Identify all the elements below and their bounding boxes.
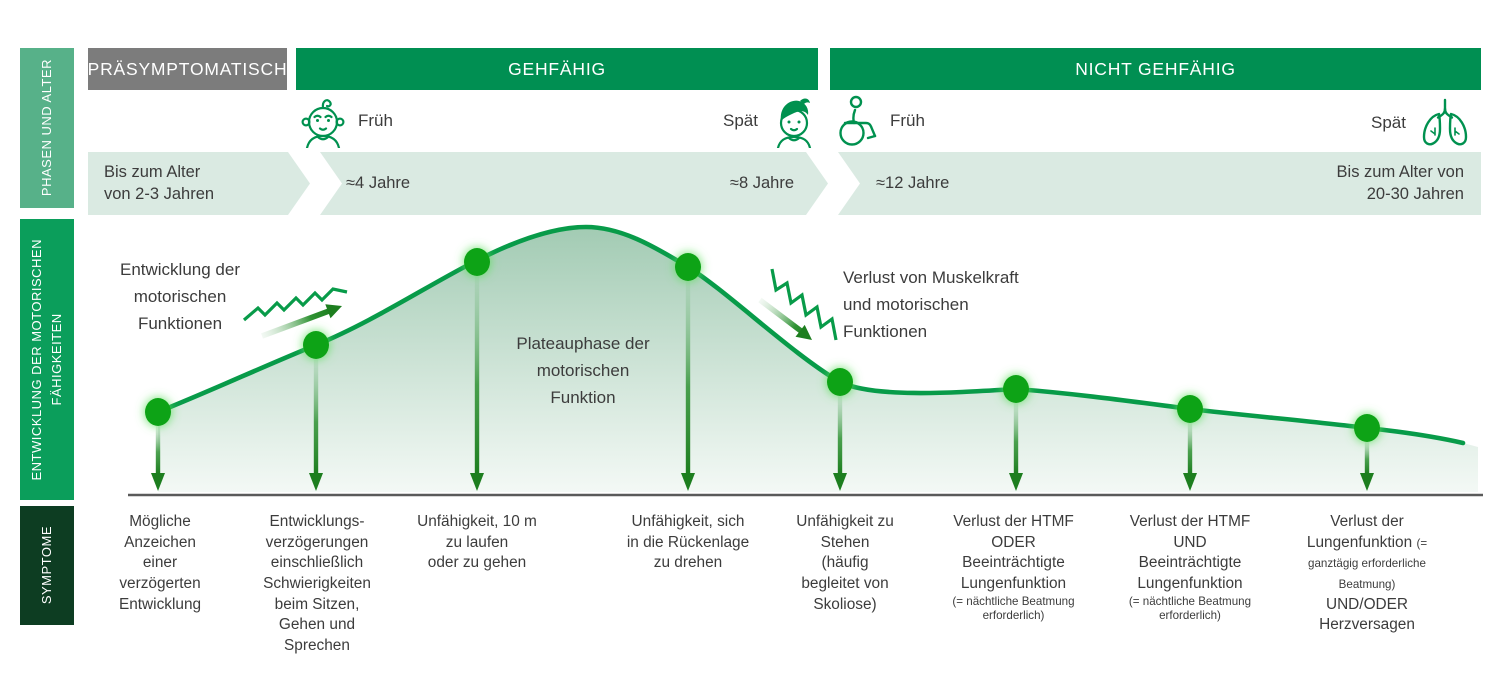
- symptom-text: Unfähigkeit, sich in die Rückenlage zu d…: [626, 513, 750, 572]
- marker-non-ambulatory-late-label: Spät: [1371, 113, 1406, 132]
- age-band-presymptomatic: Bis zum Alter von 2-3 Jahren: [88, 152, 310, 215]
- zigzag-down-icon: [758, 268, 838, 341]
- symptom-text: Unfähigkeit zu Stehen (häufig begleitet …: [796, 513, 894, 613]
- age-non-ambulatory-end: Bis zum Alter von 20-30 Jahren: [1336, 163, 1464, 203]
- milestone-dot: [827, 368, 853, 396]
- milestone-dot: [464, 248, 490, 276]
- marker-non-ambulatory-early-label: Früh: [890, 111, 925, 130]
- symptom-text: Verlust der Lungenfunktion: [1306, 513, 1413, 551]
- marker-ambulatory-late-label: Spät: [723, 111, 758, 130]
- age-non-ambulatory-start: ≈12 Jahre: [876, 174, 950, 192]
- baby-icon: [301, 99, 345, 148]
- sidebar-phases-text: PHASEN UND ALTER: [38, 59, 54, 197]
- symptom-col-2: Entwicklungs- verzögerungen einschließli…: [247, 512, 387, 656]
- phase-header-presymptomatic-text: PRÄSYMPTOMATISCH: [87, 58, 288, 79]
- marker-ambulatory-early-label: Früh: [358, 111, 393, 130]
- annotation-loss: Verlust von Muskelkraft und motorischen …: [843, 268, 1019, 342]
- sidebar-motor-text: ENTWICKLUNG DER MOTORISCHEN FÄHIGKEITEN: [28, 238, 64, 481]
- curve-line: [155, 224, 1466, 446]
- milestone-dot: [303, 331, 329, 359]
- symptom-text-2: UND/ODER Herzversagen: [1319, 595, 1415, 634]
- symptom-text: Verlust der HTMF ODER Beeinträchtigte Lu…: [953, 513, 1074, 592]
- lungs-icon: [1422, 98, 1468, 146]
- wheelchair-icon: [839, 95, 877, 146]
- milestone-dot: [1354, 414, 1380, 442]
- sidebar-phases-label: PHASEN UND ALTER: [20, 48, 74, 208]
- symptom-note: (= nächtliche Beatmung erforderlich): [952, 594, 1075, 623]
- phase-header-non-ambulatory-text: NICHT GEHFÄHIG: [1075, 58, 1236, 79]
- sidebar-symptoms-label: SYMPTOME: [20, 506, 74, 625]
- phase-header-ambulatory-text: GEHFÄHIG: [508, 58, 606, 79]
- annotation-development: Entwicklung der motorischen Funktionen: [119, 260, 240, 334]
- milestone-arrows: [151, 275, 1374, 491]
- symptom-text: Entwicklungs- verzögerungen einschließli…: [263, 513, 371, 654]
- age-band-ambulatory: ≈4 Jahre ≈8 Jahre: [320, 152, 828, 215]
- age-band-non-ambulatory: ≈12 Jahre Bis zum Alter von 20-30 Jahren: [838, 152, 1481, 215]
- symptom-col-1: Mögliche Anzeichen einer verzögerten Ent…: [100, 512, 220, 615]
- symptom-col-3: Unfähigkeit, 10 m zu laufen oder zu gehe…: [402, 512, 552, 574]
- symptom-col-6: Verlust der HTMF ODER Beeinträchtigte Lu…: [941, 512, 1086, 624]
- symptom-text: Verlust der HTMF UND Beeinträchtigte Lun…: [1129, 513, 1251, 592]
- phase-header-ambulatory: GEHFÄHIG: [296, 48, 818, 90]
- symptom-col-7: Verlust der HTMF UND Beeinträchtigte Lun…: [1115, 512, 1265, 624]
- trend-arrow-up-icon: [261, 308, 330, 339]
- phase-header-non-ambulatory: NICHT GEHFÄHIG: [830, 48, 1481, 90]
- symptom-col-4: Unfähigkeit, sich in die Rückenlage zu d…: [608, 512, 768, 574]
- symptom-text: Mögliche Anzeichen einer verzögerten Ent…: [118, 513, 202, 613]
- symptom-note: (= nächtliche Beatmung erforderlich): [1128, 594, 1252, 623]
- milestone-dot: [145, 398, 171, 426]
- symptom-col-5: Unfähigkeit zu Stehen (häufig begleitet …: [780, 512, 910, 615]
- marker-ambulatory-early: Früh: [300, 94, 393, 148]
- sidebar-motor-label: ENTWICKLUNG DER MOTORISCHEN FÄHIGKEITEN: [20, 219, 74, 500]
- marker-non-ambulatory-early: Früh: [832, 94, 925, 148]
- milestone-dots: [145, 248, 1380, 442]
- symptom-col-8: Verlust der Lungenfunktion (= ganztägig …: [1287, 512, 1447, 636]
- zigzag-up-icon: [242, 287, 348, 339]
- age-presymptomatic-text: Bis zum Alter von 2-3 Jahren: [104, 163, 215, 203]
- curve-fill: [158, 227, 1478, 492]
- milestone-dot: [1003, 375, 1029, 403]
- marker-ambulatory-late: Spät: [695, 94, 818, 148]
- trend-arrow-down-icon: [758, 297, 803, 334]
- age-ambulatory-end: ≈8 Jahre: [729, 174, 794, 192]
- symptom-note: (= ganztägig erforderliche Beatmung): [1308, 536, 1428, 591]
- sidebar-symptoms-text: SYMPTOME: [38, 526, 54, 605]
- boy-icon: [776, 98, 812, 148]
- milestone-dot: [675, 253, 701, 281]
- phase-header-presymptomatic: PRÄSYMPTOMATISCH: [88, 48, 287, 90]
- milestone-dot: [1177, 395, 1203, 423]
- annotation-plateau: Plateauphase der motorischen Funktion: [516, 334, 650, 408]
- age-ambulatory-start: ≈4 Jahre: [346, 174, 411, 192]
- marker-non-ambulatory-late: Spät: [1340, 96, 1472, 150]
- symptom-text: Unfähigkeit, 10 m zu laufen oder zu gehe…: [417, 513, 537, 572]
